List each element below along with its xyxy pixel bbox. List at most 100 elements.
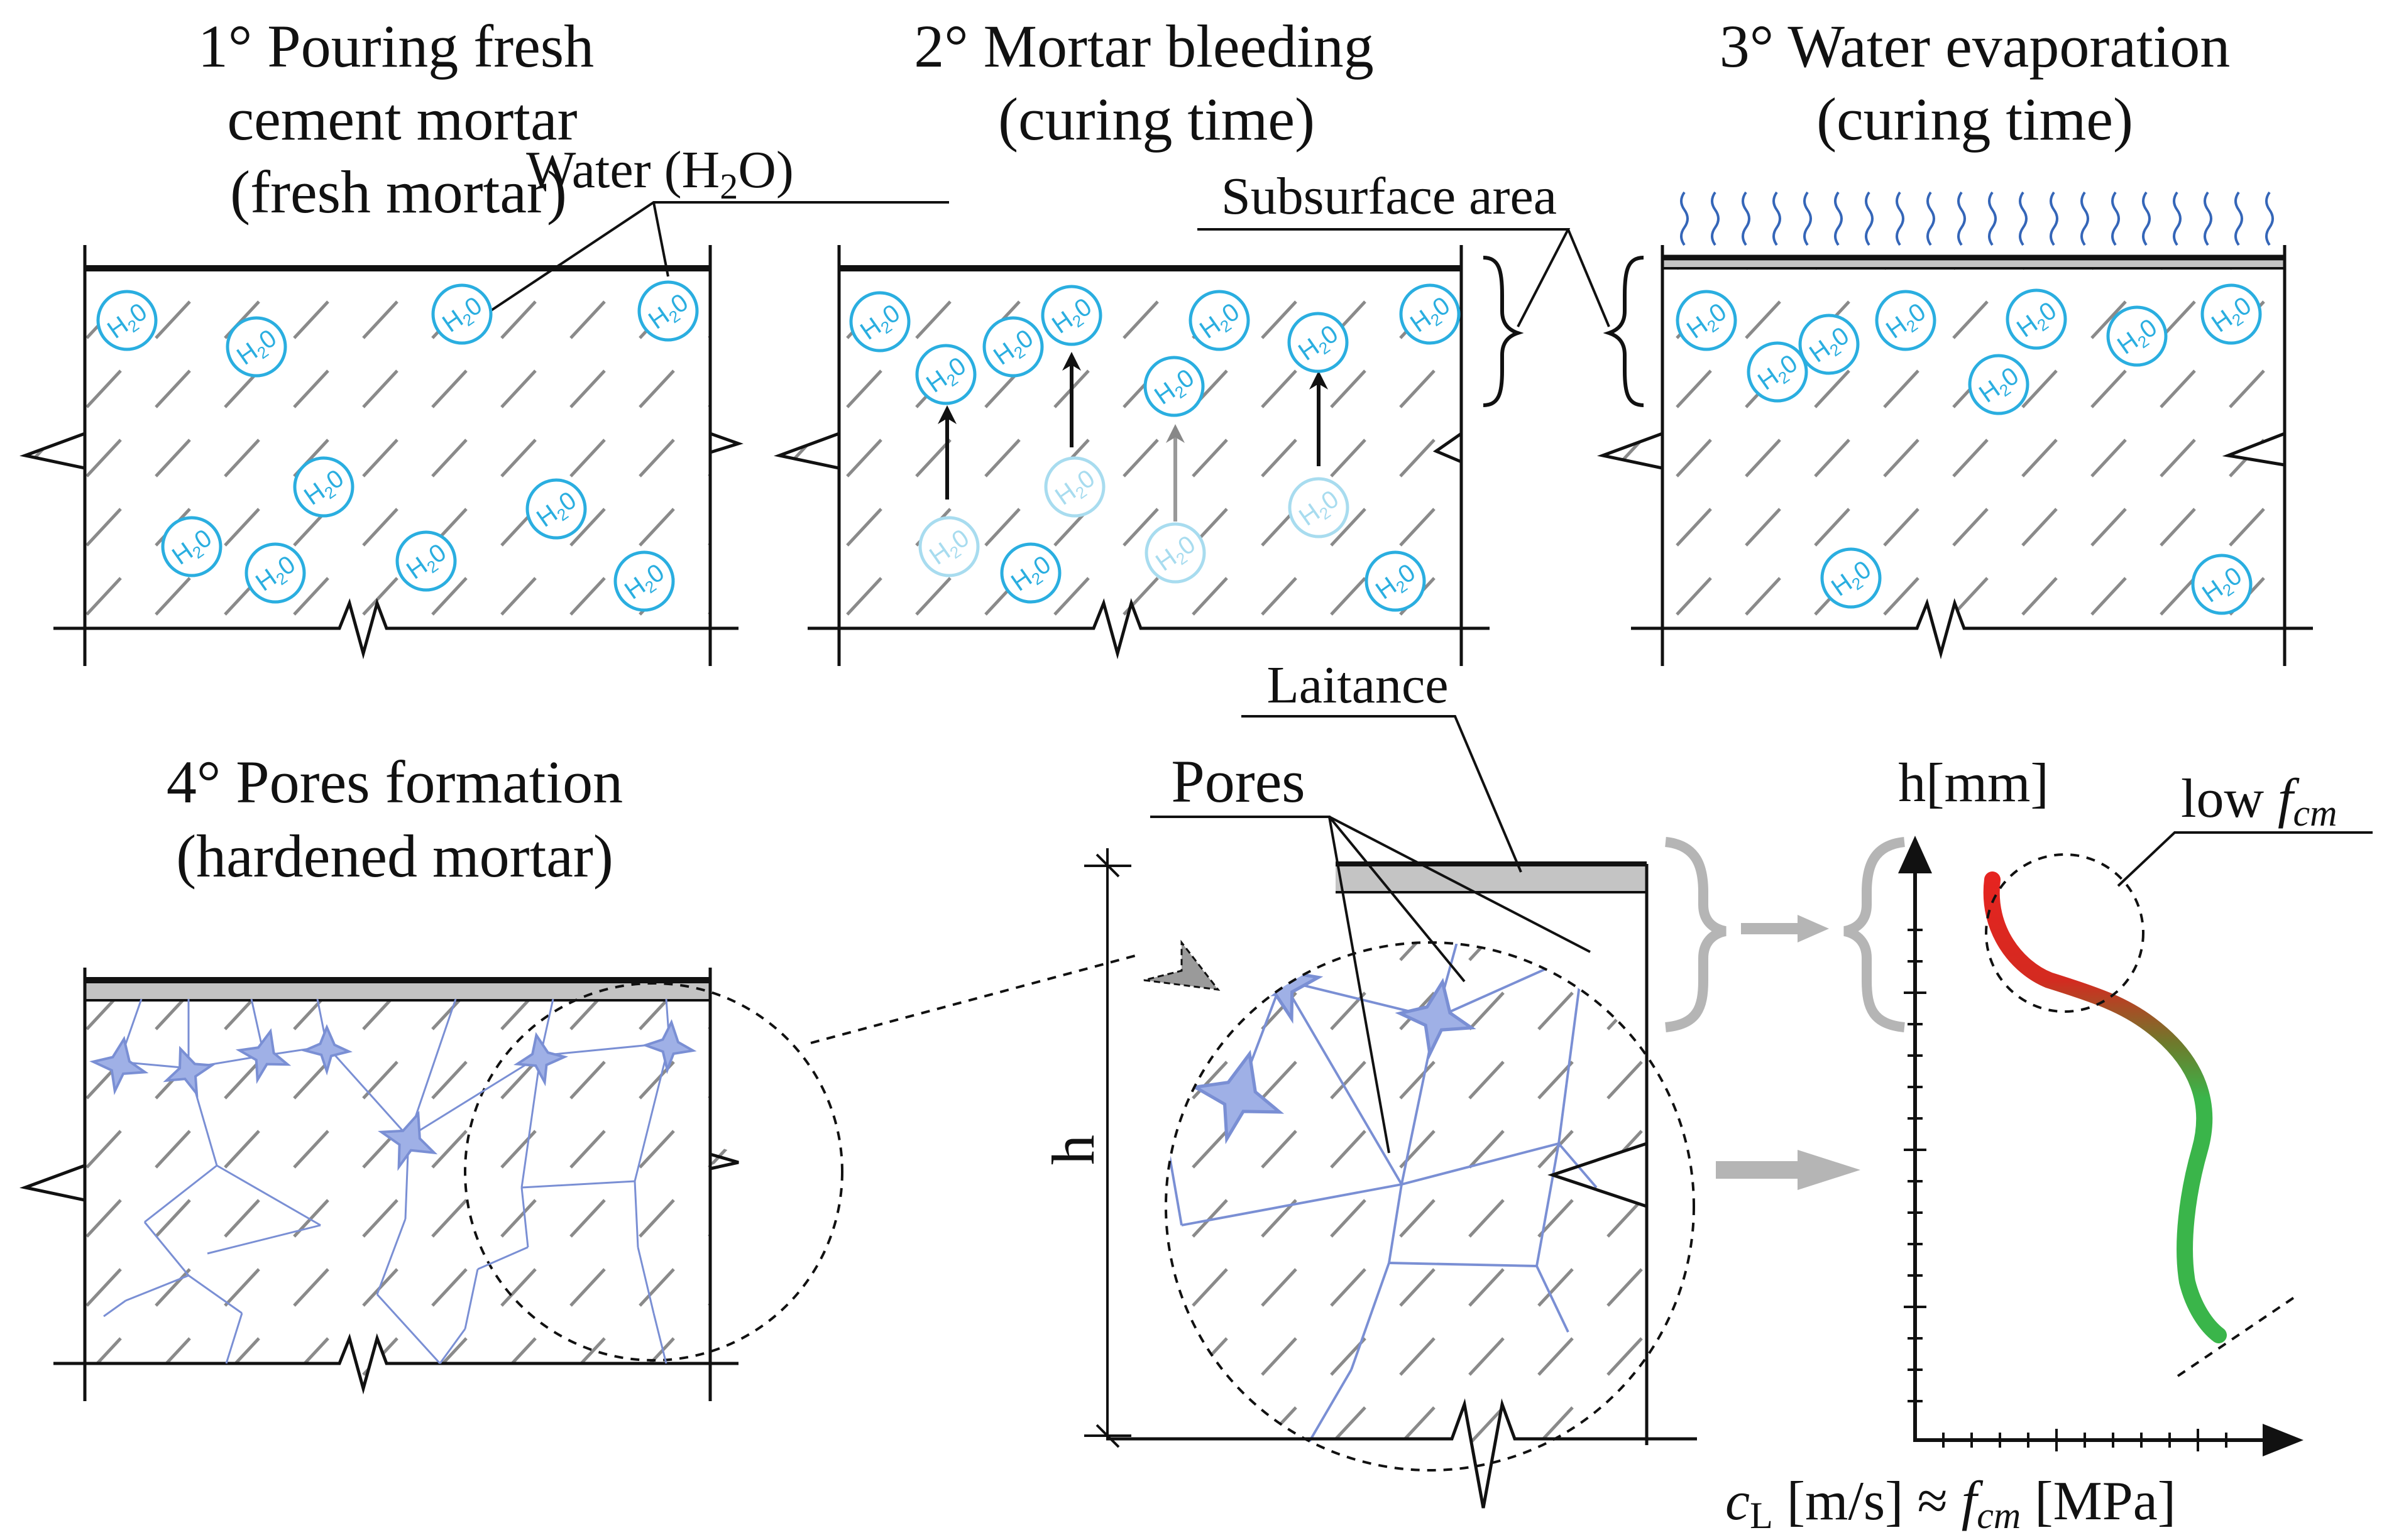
- h2o-molecule-icon: H20: [1820, 547, 1882, 609]
- subsurface-brace-right: [1483, 256, 1524, 407]
- h2o-molecule-icon: H20: [613, 550, 675, 612]
- pore: [378, 1110, 438, 1171]
- h2o-molecule-icon: H20: [395, 530, 457, 592]
- h2o-molecule-icon: H20: [431, 283, 493, 345]
- laitance-layer: [1336, 864, 1647, 892]
- h2o-molecule-icon: H20: [1044, 456, 1106, 518]
- h2o-molecule-icon: H20: [1747, 341, 1808, 403]
- h2o-molecule-icon: H20: [1288, 477, 1349, 538]
- low-fcm-leader: [2117, 831, 2373, 887]
- graph: h[mm] low fcm cL [m/s] ≈ fcm [MPa]: [1725, 753, 2373, 1536]
- panel3-title-line1: 3° Water evaporation: [1720, 13, 2231, 80]
- panel3-title-line2: (curing time): [1816, 85, 2133, 153]
- h2o-molecule-icon: H20: [637, 280, 699, 342]
- h2o-molecule-icon: H20: [1968, 354, 2029, 415]
- vapor-wave: [2050, 191, 2058, 246]
- panel4-title-line2: (hardened mortar): [176, 822, 613, 890]
- subsurface-brace-left: [1603, 256, 1644, 407]
- h2o-molecule-icon: H20: [1189, 290, 1250, 351]
- pore: [89, 1035, 149, 1096]
- h2o-molecule-icon: H20: [161, 516, 222, 577]
- h2o-molecule-icon: H20: [2191, 554, 2253, 615]
- vapor-wave: [1896, 191, 1904, 246]
- pore: [1395, 978, 1476, 1059]
- vapor-wave: [1742, 191, 1750, 246]
- vapor-wave: [2234, 191, 2243, 246]
- h2o-molecule-icon: H20: [1145, 522, 1206, 584]
- h2o-molecule-icon: H20: [1798, 314, 1860, 375]
- graph-y-arrow: [1898, 836, 1932, 873]
- zoom-marker: [1143, 939, 1221, 991]
- vapor-wave: [1834, 191, 1843, 246]
- h2o-molecule-icon: H20: [1399, 283, 1461, 345]
- laitance-leader: [1241, 715, 1522, 873]
- pore: [163, 1046, 216, 1098]
- h2o-molecule-icon: H20: [1287, 312, 1349, 373]
- zoom-connector: [810, 954, 1138, 1044]
- pores-label: Pores: [1171, 748, 1305, 815]
- water-leader: [652, 202, 669, 277]
- h2o-molecule-icon: H20: [96, 290, 158, 351]
- panel2-title-line2: (curing time): [998, 85, 1315, 153]
- h2o-molecule-icon: H20: [1364, 550, 1426, 612]
- vapor-wave: [2142, 191, 2151, 246]
- water-label: Water (H2O): [526, 141, 794, 207]
- h2o-molecule-icon: H20: [849, 291, 911, 352]
- low-fcm-annotation: low fcm: [2181, 768, 2337, 834]
- height-dimension: h: [1040, 848, 1131, 1448]
- vapor-wave: [2019, 191, 2028, 246]
- vapor-wave: [2265, 191, 2274, 246]
- h2o-molecule-icon: H20: [293, 456, 354, 518]
- panel1-title-line2: cement mortar: [227, 85, 577, 153]
- pore: [513, 1032, 569, 1087]
- graph-x-arrow: [2263, 1424, 2303, 1456]
- panel1-title-line1: 1° Pouring fresh: [198, 13, 594, 80]
- vapor-wave: [1711, 191, 1720, 246]
- h2o-molecule-icon: H20: [918, 516, 980, 577]
- panel4-title-line1: 4° Pores formation: [167, 748, 623, 816]
- zoomed-detail: [1106, 861, 1697, 1509]
- low-fcm-circle: [1985, 853, 2144, 1013]
- graph-y-label: h[mm]: [1898, 753, 2049, 814]
- vapor-wave: [1957, 191, 1966, 246]
- gray-transfer-arrows: [1664, 837, 1906, 1190]
- vapor-wave: [2080, 191, 2089, 246]
- panel2-title-line1: 2° Mortar bleeding: [914, 13, 1374, 80]
- vapor-wave: [2173, 191, 2182, 246]
- pore: [235, 1028, 292, 1084]
- vapor-wave: [1803, 191, 1812, 246]
- pore: [300, 1024, 353, 1076]
- vapor-wave: [2204, 191, 2212, 246]
- h2o-molecule-icon: H20: [1676, 290, 1737, 351]
- vapor-wave: [1680, 191, 1689, 246]
- curve-continuation: [2177, 1296, 2295, 1377]
- h2o-molecule-icon: H20: [1041, 285, 1102, 346]
- pore: [641, 1018, 697, 1074]
- subsurface-leader: [1567, 229, 1610, 327]
- subsurface-label: Subsurface area: [1221, 167, 1557, 226]
- vapor-wave: [2111, 191, 2120, 246]
- vapor-wave: [1926, 191, 1935, 246]
- h2o-molecule-icon: H20: [1000, 542, 1062, 604]
- graph-x-label: cL [m/s] ≈ fcm [MPa]: [1725, 1471, 2176, 1536]
- vapor-wave: [1772, 191, 1781, 246]
- vapor-wave: [1865, 191, 1874, 246]
- h2o-molecule-icon: H20: [2006, 288, 2067, 350]
- height-label: h: [1040, 1135, 1107, 1165]
- pore-network-small: [89, 998, 697, 1365]
- panel1-title-line3: (fresh mortar): [230, 158, 567, 226]
- panel4-hardened-mortar: [19, 968, 843, 1401]
- pores-leader: [1328, 816, 1466, 983]
- h2o-molecule-icon: H20: [915, 344, 977, 405]
- vapor-waves: [1680, 191, 2274, 246]
- h2o-molecule-icon: H20: [226, 316, 287, 378]
- vapor-wave: [1988, 191, 1997, 246]
- h2o-molecule-icon: H20: [244, 542, 306, 604]
- h2o-molecule-icon: H20: [1143, 356, 1205, 417]
- graph-ticks: [1904, 929, 2227, 1451]
- h2o-molecule-icon: H20: [2200, 283, 2262, 345]
- pores-leader: [1329, 816, 1591, 953]
